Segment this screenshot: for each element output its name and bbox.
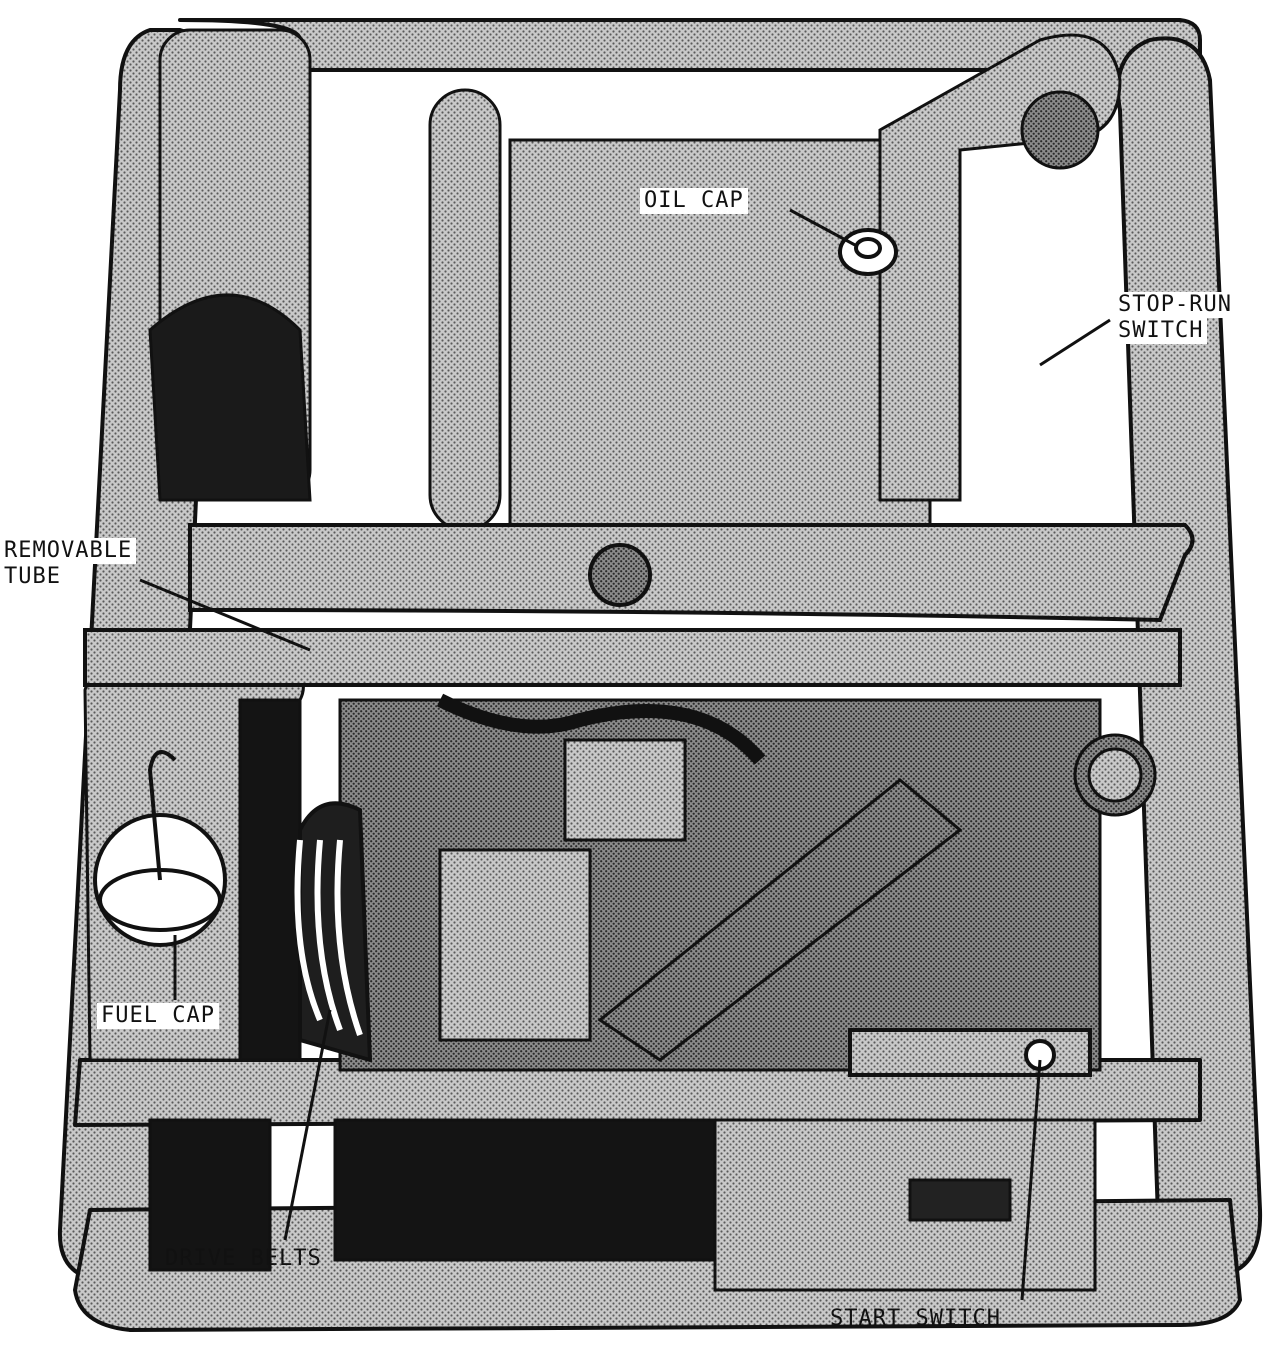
removable-tube-bar xyxy=(83,523,1195,687)
shadow-left-bay xyxy=(148,1118,272,1272)
leader-oil-cap xyxy=(789,208,856,247)
oil-cap-label: OIL CAP xyxy=(640,188,748,214)
drive-belts-label: DRIVE BELTS xyxy=(165,1246,322,1271)
removable-tube-label-line2: TUBE xyxy=(0,564,65,590)
control-box xyxy=(438,848,592,1042)
leader-start-switch xyxy=(1020,1059,1042,1301)
fuel-cap-label: FUEL CAP xyxy=(97,1003,219,1029)
lower-crossbar xyxy=(83,628,1182,687)
air-intake-hose xyxy=(148,293,312,502)
exhaust-outlet xyxy=(1020,90,1100,170)
leader-stop-run xyxy=(1039,318,1111,367)
hour-meter-face xyxy=(1087,747,1143,803)
leader-drive-belts xyxy=(283,1009,332,1241)
fuel-tank-shadow xyxy=(238,698,302,1062)
skid-plate xyxy=(713,1118,1097,1292)
frame-right-post xyxy=(1116,36,1263,1277)
drive-belts-part xyxy=(294,801,373,1063)
stop-run-switch-label-line2: SWITCH xyxy=(1114,318,1208,344)
nameplate xyxy=(908,1178,1012,1222)
muffler-tube xyxy=(428,88,502,532)
fuel-cap-part xyxy=(93,750,227,947)
removable-tube-label-line1: REMOVABLE xyxy=(0,538,137,564)
shadow-bay xyxy=(333,1118,717,1262)
removable-tube xyxy=(188,523,1195,623)
start-switch-label: START SWITCH xyxy=(830,1306,1001,1331)
oil-cap-part xyxy=(838,228,898,276)
junction-box xyxy=(563,738,687,842)
start-switch-part xyxy=(848,1028,1092,1077)
stop-run-switch-label-line1: STOP-RUN xyxy=(1114,292,1236,318)
leader-removable-tube xyxy=(139,578,311,652)
tube-lift-hole xyxy=(588,543,652,607)
wiring-harness xyxy=(436,693,963,1062)
leader-lines xyxy=(139,208,1111,1301)
